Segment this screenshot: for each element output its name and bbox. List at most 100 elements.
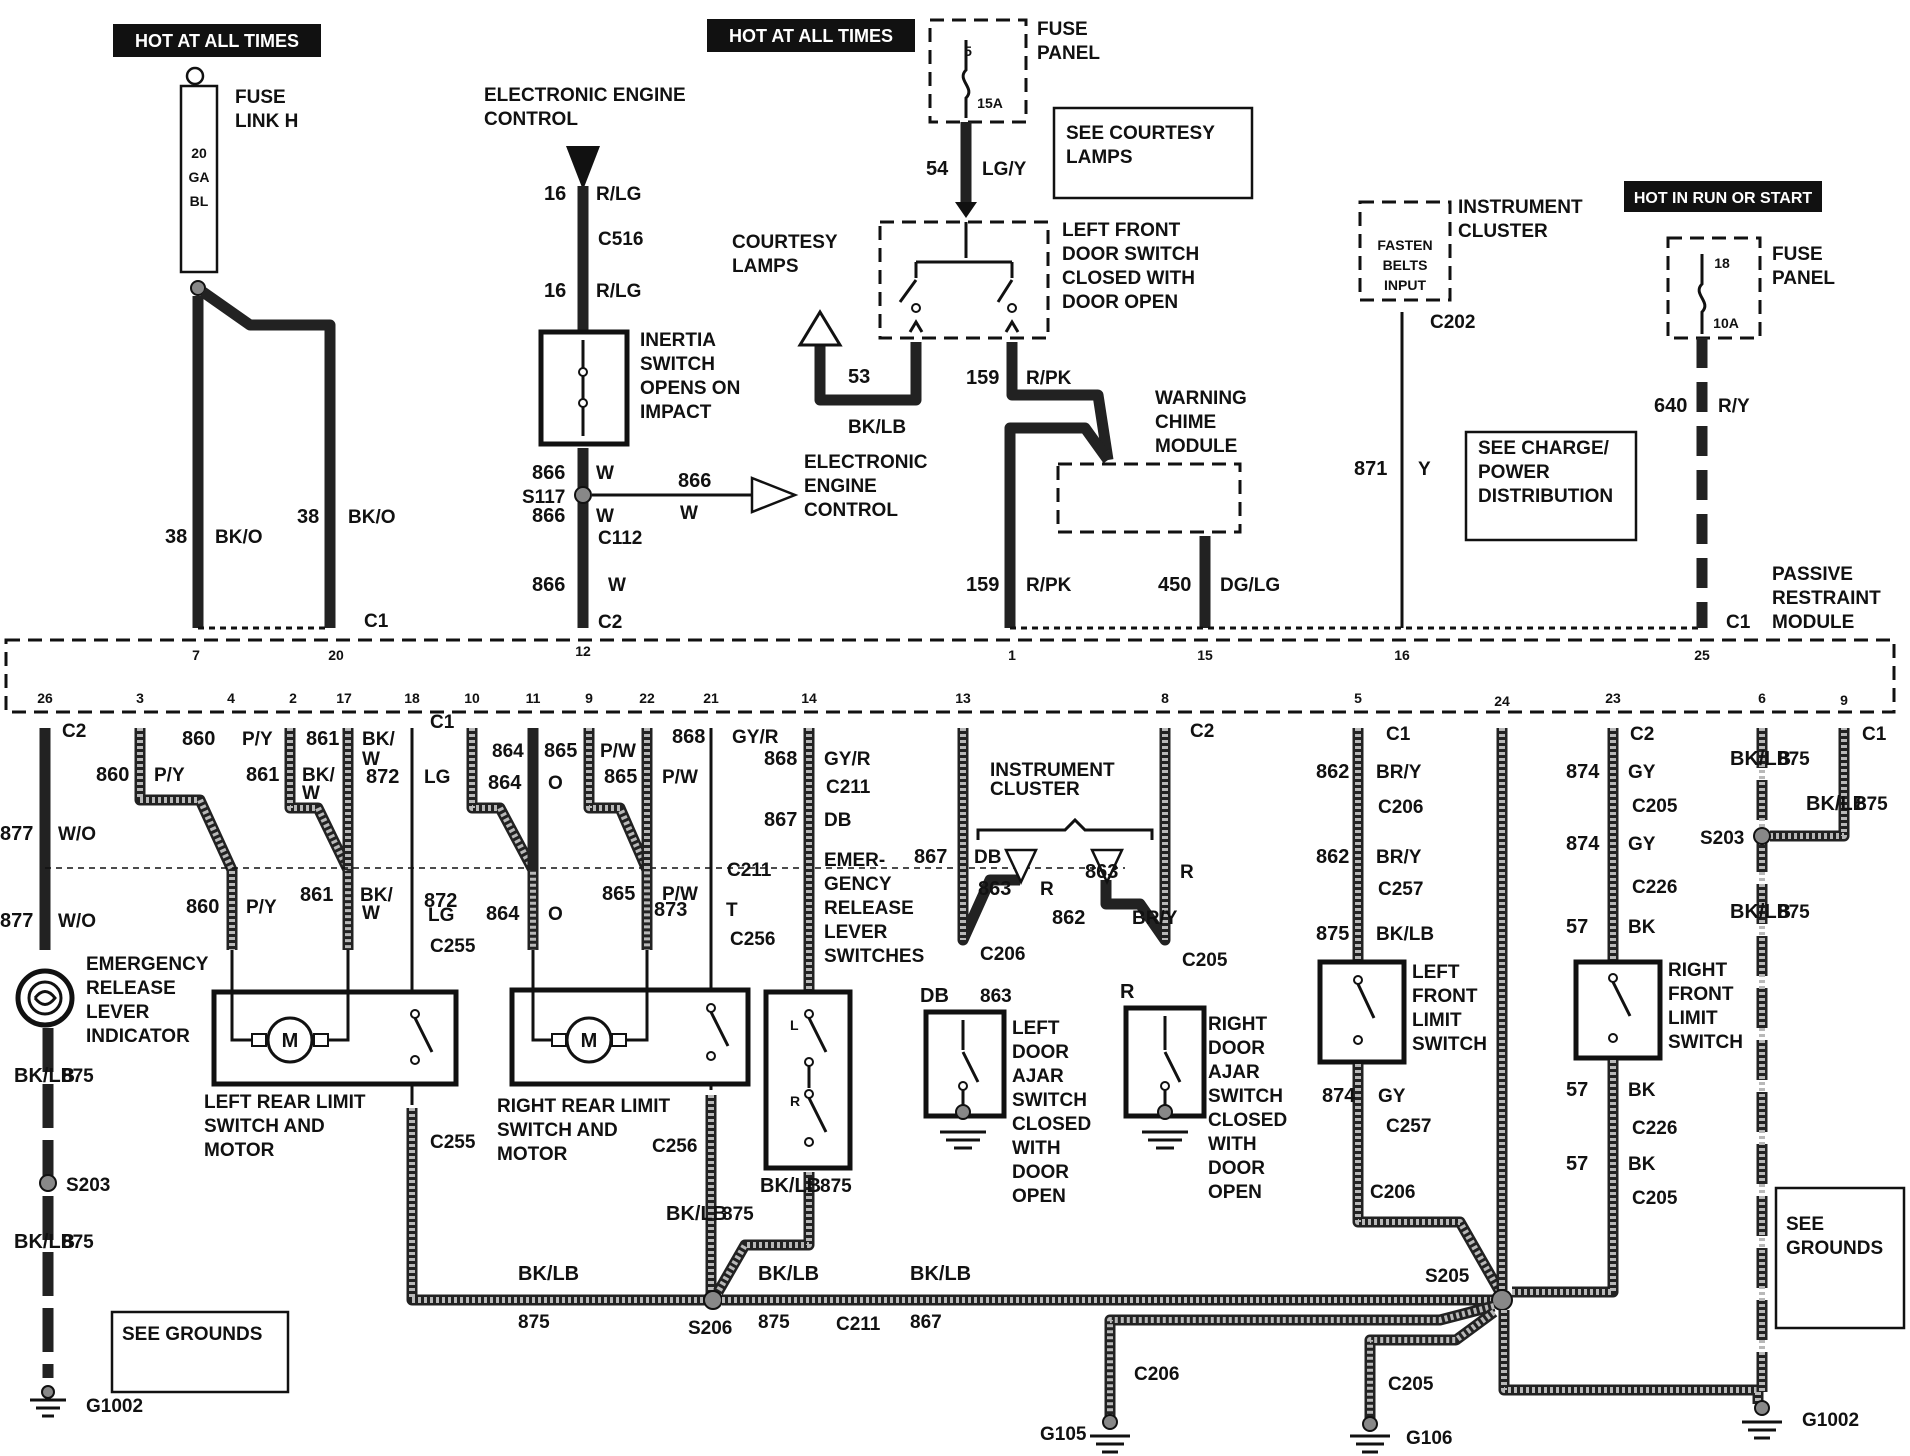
bottom-pins: 26 3 4 2 17 18 10 11 9 22 21 14 13 8 5 2… (37, 690, 1848, 709)
connector-c226: C226 (1632, 1118, 1677, 1139)
wire-label: DB (920, 985, 949, 1007)
wire-label: BK/LB (14, 1065, 75, 1087)
svg-text:MODULE: MODULE (1772, 612, 1854, 633)
wire-label: GY (1628, 762, 1656, 783)
svg-text:SWITCH: SWITCH (1412, 1034, 1487, 1055)
splice-s117 (574, 486, 592, 504)
svg-text:DOOR: DOOR (1208, 1038, 1265, 1059)
connector-c205: C205 (1182, 950, 1228, 971)
svg-text:CLOSED: CLOSED (1208, 1110, 1287, 1131)
wire-label: BK/LB (848, 417, 906, 438)
svg-text:FUSE: FUSE (235, 87, 286, 108)
svg-text:5: 5 (964, 43, 972, 59)
svg-text:PANEL: PANEL (1772, 268, 1835, 289)
svg-text:OPENS ON: OPENS ON (640, 378, 740, 399)
wire-label: LG/Y (982, 159, 1027, 180)
svg-text:GROUNDS: GROUNDS (1786, 1238, 1883, 1259)
wire-label: GY (1628, 834, 1656, 855)
wire-label: P/W (600, 741, 636, 762)
wire-label: 16 (544, 280, 566, 302)
svg-text:RIGHT: RIGHT (1668, 960, 1728, 981)
svg-text:MOTOR: MOTOR (497, 1144, 568, 1165)
svg-text:DISTRIBUTION: DISTRIBUTION (1478, 486, 1613, 507)
wire-label: P/Y (246, 897, 277, 918)
svg-text:R: R (790, 1093, 800, 1109)
svg-text:PANEL: PANEL (1037, 43, 1100, 64)
wire-label: 875 (518, 1312, 550, 1333)
wire-label: LG (424, 767, 450, 788)
svg-text:EMERGENCY: EMERGENCY (86, 954, 209, 975)
svg-text:ENGINE: ENGINE (804, 476, 877, 497)
passive-restraint-module-box (4, 638, 1896, 714)
fasten-belts-input (1358, 200, 1452, 302)
wire-label: 640 (1654, 395, 1687, 417)
inertia-switch-label: INERTIA SWITCH OPENS ON IMPACT (640, 330, 740, 423)
instrument-cluster-mid-label: INSTRUMENT CLUSTER (990, 760, 1115, 800)
instrument-cluster-top-label: INSTRUMENT CLUSTER (1458, 197, 1583, 242)
wire-867 (957, 728, 1020, 946)
wire-label: 877 (0, 910, 33, 932)
svg-text:LEFT FRONT: LEFT FRONT (1062, 220, 1181, 241)
svg-text:INSTRUMENT: INSTRUMENT (1458, 197, 1583, 218)
wire-38-b (199, 287, 336, 628)
wire-label: 864 (492, 741, 524, 762)
wire-label: R/Y (1718, 396, 1750, 417)
svg-text:4: 4 (227, 690, 235, 706)
svg-text:CLUSTER: CLUSTER (990, 779, 1080, 800)
ground-g1002-left (30, 1385, 66, 1418)
ground-g1002-right (1742, 1400, 1782, 1440)
wire-label: 867 (914, 846, 947, 868)
left-rear-limit-switch-motor (211, 989, 459, 1087)
wire-label: 860 (96, 764, 129, 786)
wire-label: GY/R (732, 727, 779, 748)
connector-c226: C226 (1632, 877, 1677, 898)
connector-c1: C1 (1726, 612, 1751, 633)
svg-text:DOOR OPEN: DOOR OPEN (1062, 292, 1178, 313)
wire-label: 38 (297, 506, 319, 528)
wire-label: 871 (1354, 458, 1387, 480)
eec-right-label: ELECTRONIC ENGINE CONTROL (804, 452, 928, 521)
splice-s203-left (39, 1174, 57, 1192)
see-grounds-right-label: SEE GROUNDS (1786, 1214, 1883, 1259)
wire-label: 875 (1778, 749, 1810, 770)
wire-label: W/O (58, 824, 96, 845)
svg-text:6: 6 (1758, 690, 1766, 706)
right-door-ajar-label: RIGHT DOOR AJAR SWITCH CLOSED WITH DOOR … (1208, 1014, 1287, 1203)
wire-label: DG/LG (1220, 575, 1280, 596)
see-grounds-left-box (110, 1310, 290, 1394)
svg-text:INPUT: INPUT (1384, 277, 1426, 293)
courtesy-lamps-label: COURTESY LAMPS (732, 232, 838, 277)
see-charge-label: SEE CHARGE/ POWER DISTRIBUTION (1478, 438, 1613, 507)
svg-text:CLOSED WITH: CLOSED WITH (1062, 268, 1195, 289)
wire-label: 865 (604, 766, 637, 788)
wire-label: 875 (758, 1312, 790, 1333)
pin-label: 16 (1394, 647, 1410, 663)
warning-chime-module (1056, 462, 1242, 534)
wire-label: BK/LB (666, 1203, 727, 1225)
wire-label: BK/LB (518, 1263, 579, 1285)
svg-text:HOT IN RUN OR START: HOT IN RUN OR START (1634, 190, 1813, 207)
connector-c205: C205 (1388, 1374, 1434, 1395)
splice-s205 (1491, 1289, 1513, 1311)
emergency-release-indicator (15, 968, 75, 1028)
svg-text:RELEASE: RELEASE (86, 978, 176, 999)
wire-875-rfl (1512, 1060, 1619, 1298)
wire-label: W (680, 503, 698, 524)
svg-text:M: M (581, 1030, 598, 1052)
tag-hot-run-start: HOT IN RUN OR START (1624, 181, 1822, 212)
wire-label: 874 (1322, 1085, 1356, 1107)
svg-text:BELTS: BELTS (1383, 257, 1428, 273)
connector-c2: C2 (598, 612, 622, 633)
wire-label: R (1180, 862, 1194, 883)
left-front-limit-label: LEFT FRONT LIMIT SWITCH (1412, 962, 1487, 1055)
svg-text:CONTROL: CONTROL (484, 109, 578, 130)
svg-text:FRONT: FRONT (1412, 986, 1478, 1007)
fuse-panel-top (928, 18, 1028, 124)
svg-text:21: 21 (703, 690, 719, 706)
svg-text:RIGHT: RIGHT (1208, 1014, 1268, 1035)
wire-label: BK/LB (14, 1231, 75, 1253)
wire-label: 874 (1566, 833, 1600, 855)
connector-c206: C206 (1370, 1182, 1415, 1203)
fuse-link-h-label: FUSE LINK H (235, 87, 298, 132)
svg-text:18: 18 (404, 690, 420, 706)
